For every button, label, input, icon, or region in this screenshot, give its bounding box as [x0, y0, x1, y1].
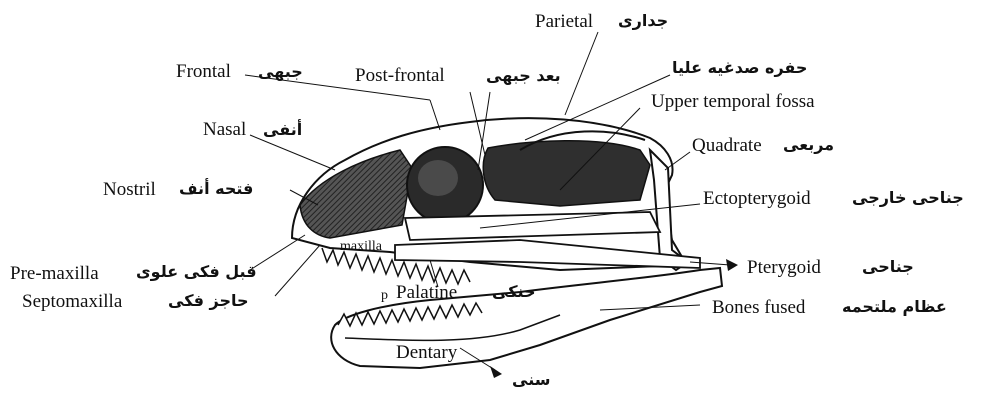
septomaxilla-label-ar: حاجز فكى: [168, 293, 249, 309]
nostril-label-en: Nostril: [103, 180, 156, 199]
pterygoid-arrow: [726, 259, 738, 271]
ectopterygoid-label-ar: جناحى خارجى: [852, 190, 964, 206]
quadrate-label-en: Quadrate: [692, 136, 762, 155]
pterygoid-label-en: Pterygoid: [747, 258, 821, 277]
dentary-label-ar: سنى: [512, 372, 550, 388]
pterygoid-label-ar: جناحى: [862, 259, 914, 275]
bones-fused-label-ar: عظام ملتحمه: [842, 299, 947, 315]
temporal-fossa-shade: [483, 141, 650, 206]
post-frontal-label-en: Post-frontal: [355, 66, 445, 85]
nasal-label-ar: أنفى: [263, 122, 302, 138]
ectopterygoid-label-en: Ectopterygoid: [703, 189, 811, 208]
nasal-label-en: Nasal: [203, 120, 246, 139]
septomaxilla-label-en: Septomaxilla: [22, 292, 122, 311]
maxilla-label: maxilla: [340, 240, 382, 254]
frontal-label-en: Frontal: [176, 62, 231, 81]
pre-maxilla-label-en: Pre-maxilla: [10, 264, 99, 283]
parietal-label-ar: جدارى: [618, 13, 668, 29]
upper-temporal-fossa-label-ar: حفره صدغيه عليا: [672, 60, 807, 76]
dentary-arrow: [490, 366, 502, 378]
palatine-marker: p: [381, 289, 388, 303]
dentary-label-en: Dentary: [396, 343, 457, 362]
nostril-label-ar: فتحه أنف: [179, 181, 253, 197]
palatine-label-en: Palatine: [396, 283, 457, 302]
post-frontal-label-ar: بعد جبهى: [486, 68, 561, 84]
pre-maxilla-label-ar: قبل فكى علوى: [136, 264, 257, 280]
palatine-label-ar: حنكى: [492, 284, 536, 300]
quadrate-label-ar: مربعى: [783, 137, 834, 153]
orbit-highlight: [418, 160, 458, 196]
parietal-label-en: Parietal: [535, 12, 593, 31]
upper-temporal-fossa-label-en: Upper temporal fossa: [651, 92, 815, 111]
frontal-label-ar: جبهى: [258, 64, 303, 80]
bones-fused-label-en: Bones fused: [712, 298, 805, 317]
